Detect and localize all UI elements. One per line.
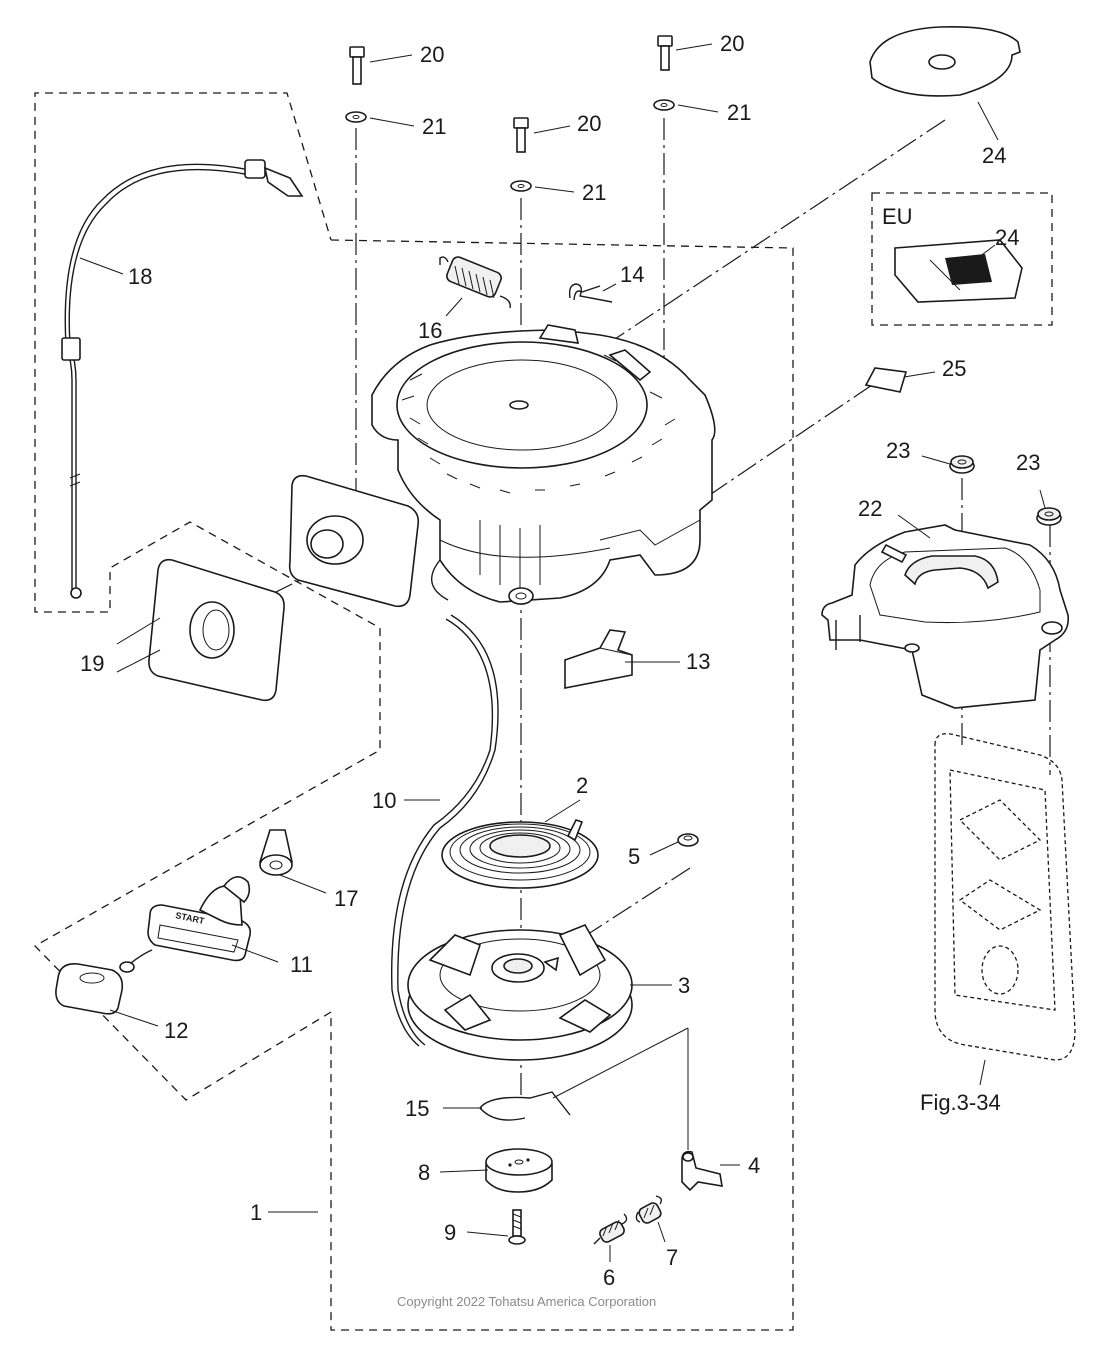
callout-16: 16 [418,318,442,343]
washer-part-5 [677,833,699,847]
stopper-part-17 [258,829,293,876]
spring-part-7 [635,1195,663,1224]
friction-spring-part-15 [479,1091,571,1121]
latch-part-13 [564,629,633,689]
pawl-part-4 [681,1150,723,1192]
cap-part-8 [485,1148,553,1193]
handle-group-boundary [33,92,381,1101]
callout-1: 1 [250,1200,262,1225]
callout-22: 22 [858,496,882,521]
rope-part-10 [390,614,499,1047]
callout-8: 8 [418,1160,430,1185]
callout-17: 17 [334,886,358,911]
callout-23-left: 23 [886,438,910,463]
decal-part-24-disc [869,25,1021,97]
screw-part-9 [508,1209,526,1245]
cover-part-22 [821,524,1070,709]
callout-4: 4 [748,1153,760,1178]
callout-20-left: 20 [420,42,444,67]
washer-part-21-center [510,180,532,192]
callout-5: 5 [628,844,640,869]
callout-21-center: 21 [582,180,606,205]
leader-lines [79,43,1046,1262]
handle-part-11: START [119,876,252,973]
callout-24-disc: 24 [982,143,1006,168]
callout-11: 11 [290,952,313,977]
spring-part-16 [439,256,511,309]
callout-13: 13 [686,649,710,674]
callout-3: 3 [678,973,690,998]
bolt-part-20-left [349,46,365,85]
callout-24-eu: 24 [995,225,1019,250]
callout-23-right: 23 [1016,450,1040,475]
callout-20-center: 20 [577,111,601,136]
grommet-part-19 [116,558,285,702]
callout-12: 12 [164,1018,188,1043]
figure-reference: Fig.3-34 [920,1090,1001,1115]
assembly-boundaries [33,92,794,1331]
assembly-1-boundary [330,239,794,1331]
callout-labels: 20 20 20 21 21 21 24 EU 24 25 14 16 18 2… [80,31,1040,1309]
grommet-part-23-left [949,455,975,474]
recoil-spring-part-2 [441,819,599,889]
clip-part-14 [568,283,613,303]
reel-part-3 [407,923,633,1061]
starter-case [288,324,716,608]
callout-10: 10 [372,788,396,813]
decal-part-24-eu [894,239,1023,303]
callout-21-right: 21 [727,100,751,125]
eu-inset [871,192,1053,326]
spring-part-6 [593,1213,628,1245]
eu-tag: EU [882,204,913,229]
washer-part-21-right [653,99,675,111]
grommet-part-23-right [1036,507,1062,526]
bolt-part-20-center [513,117,529,153]
callout-7: 7 [666,1245,678,1270]
bolt-part-20-right [657,35,673,71]
callout-18: 18 [128,264,152,289]
callout-2: 2 [576,773,588,798]
callout-6: 6 [603,1265,615,1290]
callout-19: 19 [80,651,104,676]
callout-14: 14 [620,262,644,287]
callout-20-right: 20 [720,31,744,56]
cover-part-12 [55,962,124,1015]
callout-25: 25 [942,356,966,381]
callout-21-left: 21 [422,114,446,139]
washer-part-21-left [345,111,367,123]
copyright-text: Copyright 2022 Tohatsu America Corporati… [397,1294,656,1309]
cable-part-18 [61,159,304,599]
callout-9: 9 [444,1220,456,1245]
callout-15: 15 [405,1096,429,1121]
pad-part-25 [864,367,908,393]
fig-3-34-reference-part [934,733,1076,1086]
